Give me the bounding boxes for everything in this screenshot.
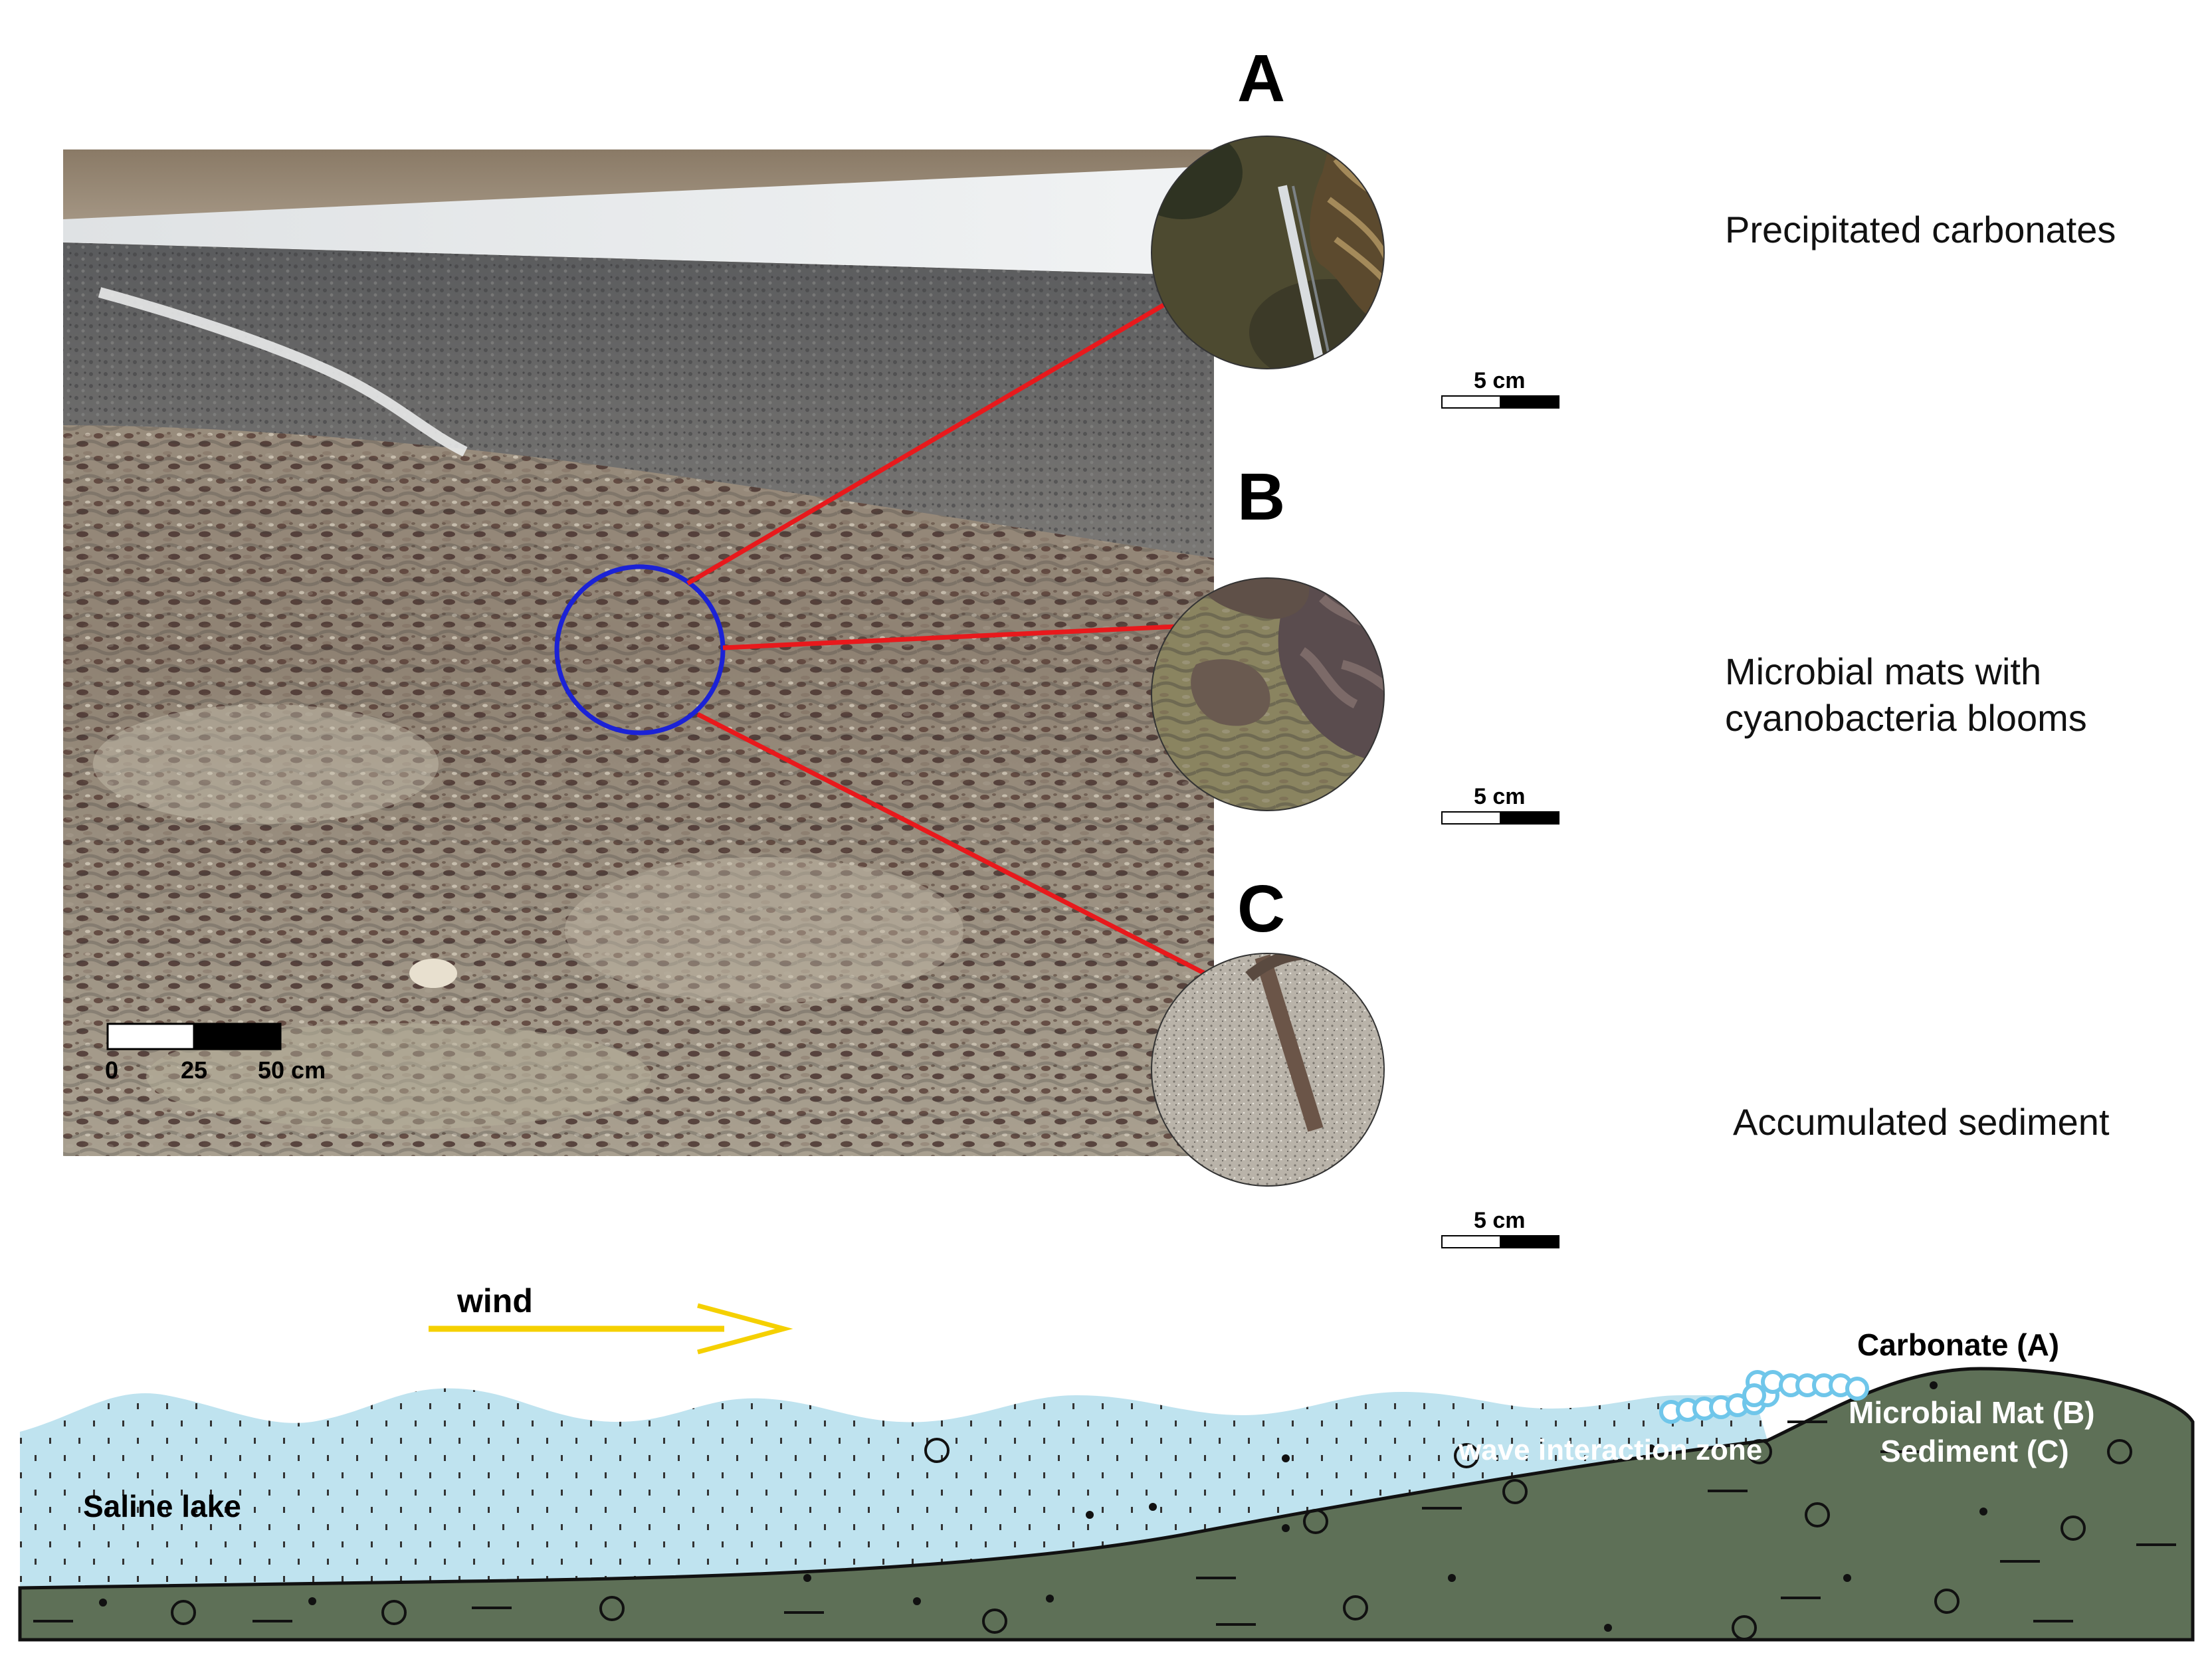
microbial-mat-label: Microbial Mat (B) — [1849, 1395, 2095, 1430]
wave-zone-label: wave interaction zone — [1458, 1434, 1762, 1466]
inset-c-scale-label: 5 cm — [1474, 1208, 1526, 1233]
sediment-body — [18, 1367, 2195, 1642]
sediment-grains — [171, 1438, 2132, 1640]
inset-a: 5 cm — [1151, 136, 1559, 409]
sediment-label: Sediment (C) — [1880, 1434, 2069, 1468]
cross-section: wind — [18, 1282, 2195, 1642]
inset-a-scale-label: 5 cm — [1474, 368, 1526, 393]
photo-scale-bar: 0 25 50 cm — [105, 1023, 326, 1084]
carbonate-label: Carbonate (A) — [1857, 1327, 2059, 1362]
wave-bubbles — [1659, 1370, 1869, 1424]
sediment-dashes — [33, 1420, 2176, 1626]
caption-b-line-1: Microbial mats with — [1725, 650, 2041, 692]
field-photo — [63, 149, 1214, 1156]
inset-b: 5 cm — [1151, 577, 1559, 825]
scale-tick-0: 0 — [105, 1056, 118, 1084]
sampling-circle — [554, 564, 726, 735]
panel-letter-b: B — [1237, 460, 1285, 534]
inset-b-scale-bar: 5 cm — [1441, 784, 1559, 825]
caption-b-line-2: cyanobacteria blooms — [1725, 697, 2087, 739]
saline-lake-label: Saline lake — [83, 1489, 241, 1523]
caption-a: Precipitated carbonates — [1725, 209, 2116, 250]
inset-b-scale-label: 5 cm — [1474, 784, 1526, 809]
scale-tick-25: 25 — [181, 1056, 207, 1084]
inset-c: 5 cm — [1151, 953, 1559, 1248]
wind-label: wind — [456, 1282, 533, 1320]
inset-c-scale-bar: 5 cm — [1441, 1208, 1559, 1248]
wind-arrow: wind — [429, 1282, 793, 1355]
sediment-dots — [99, 1381, 1987, 1632]
panel-letter-a: A — [1237, 41, 1285, 116]
arrow-to-c — [696, 712, 1267, 1007]
inset-a-scale-bar: 5 cm — [1441, 368, 1559, 409]
panel-letter-c: C — [1237, 872, 1285, 946]
scale-tick-50: 50 cm — [258, 1056, 326, 1084]
caption-c: Accumulated sediment — [1733, 1101, 2110, 1143]
